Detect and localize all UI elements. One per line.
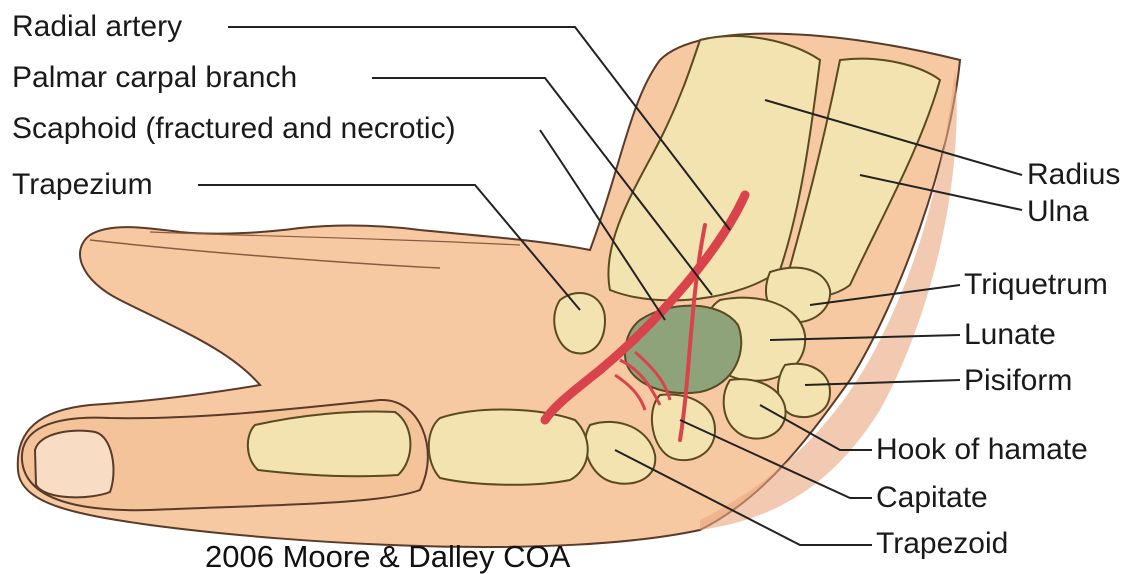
label-trapezium: Trapezium [12,168,153,202]
label-hook-of-hamate: Hook of hamate [876,433,1088,467]
copyright-credit: 2006 Moore & Dalley COA [205,540,570,574]
label-scaphoid: Scaphoid (fractured and necrotic) [12,112,456,146]
label-palmar-carpal-branch: Palmar carpal branch [12,61,297,95]
thumb-metacarpal [429,410,588,485]
label-capitate: Capitate [876,481,988,515]
trapezium-bone [554,293,605,353]
label-lunate: Lunate [964,318,1056,352]
thumb-proximal-phalanx [248,412,411,477]
label-ulna: Ulna [1027,195,1089,229]
label-trapezoid: Trapezoid [876,527,1008,561]
label-radial-artery: Radial artery [12,10,182,44]
label-pisiform: Pisiform [964,364,1072,398]
label-radius: Radius [1027,158,1120,192]
label-triquetrum: Triquetrum [964,268,1108,302]
thumbnail [35,431,114,498]
scaphoid-bone [625,306,741,394]
